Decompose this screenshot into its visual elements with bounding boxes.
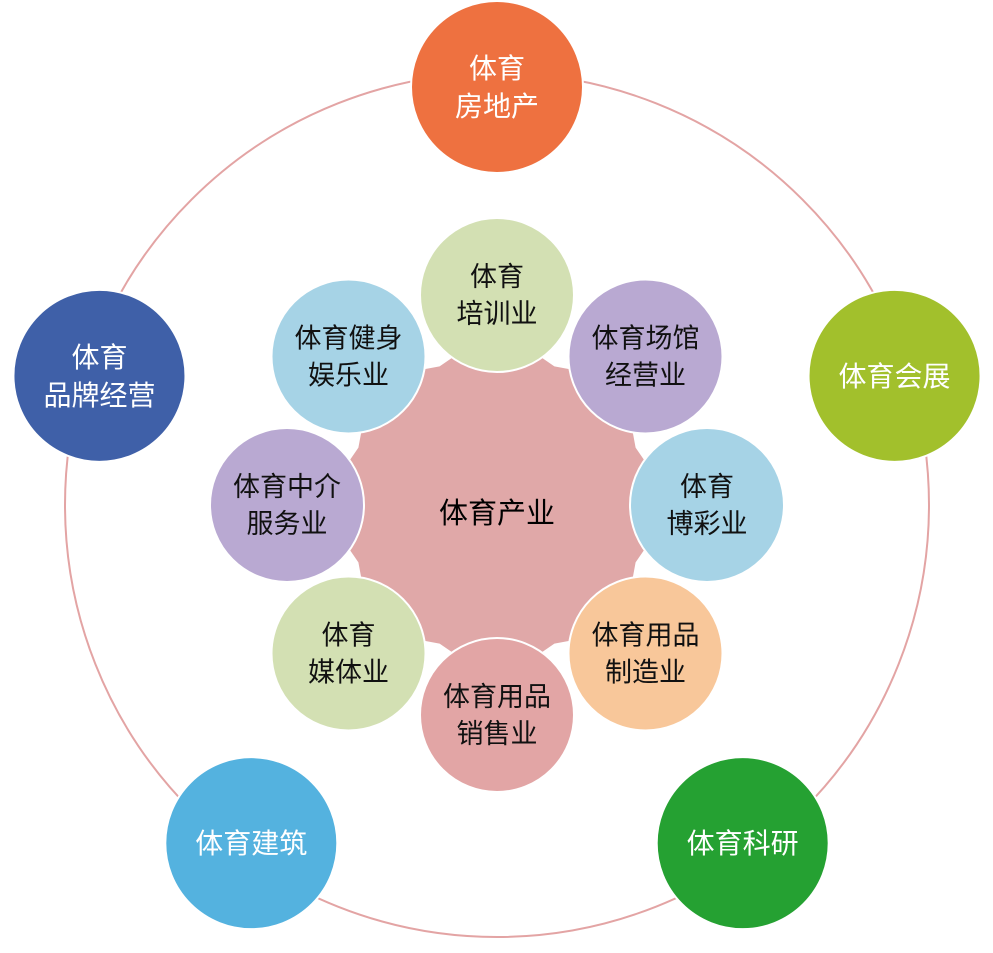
inner-node-label-line: 体育用品 (591, 621, 699, 652)
outer-node-label-line: 体育会展 (839, 360, 951, 393)
outer-node-label-line: 体育 (71, 341, 127, 374)
inner-node-circle (419, 637, 575, 793)
outer-node-circle (12, 288, 187, 463)
inner-nodes: 体育培训业体育场馆经营业体育博彩业体育用品制造业体育用品销售业体育媒体业体育中介… (209, 217, 785, 793)
outer-node-circle (164, 756, 339, 931)
inner-node-label-line: 制造业 (605, 658, 686, 689)
inner-node-label-line: 媒体业 (308, 658, 389, 689)
inner-node-circle (419, 217, 575, 373)
inner-node-circle (270, 575, 427, 732)
inner-node-label-line: 体育健身 (295, 324, 403, 355)
inner-node-label-line: 娱乐业 (308, 361, 389, 392)
outer-node-circle (807, 288, 982, 463)
inner-node-circle (270, 278, 427, 435)
inner-node-circle (567, 575, 724, 732)
inner-node-circle (209, 427, 365, 583)
inner-node-label-line: 培训业 (457, 299, 538, 330)
outer-node-label-line: 品牌经营 (43, 379, 155, 412)
inner-node-label-line: 博彩业 (667, 509, 748, 540)
inner-node-label-line: 体育 (322, 621, 376, 652)
outer-node-label-line: 体育科研 (687, 827, 799, 860)
outer-node-circle (410, 0, 584, 174)
inner-node-label-line: 体育 (470, 262, 524, 293)
center-label: 体育产业 (439, 496, 555, 530)
outer-node: 体育科研 (655, 756, 830, 931)
inner-node-label-line: 体育中介 (233, 472, 341, 503)
outer-node-circle (655, 756, 830, 931)
outer-node-label-line: 体育建筑 (195, 827, 307, 860)
outer-node-label-line: 房地产 (455, 90, 539, 123)
outer-node-label-line: 体育 (469, 52, 525, 85)
inner-node-label-line: 体育 (680, 472, 734, 503)
inner-node-label-line: 服务业 (247, 509, 328, 540)
inner-node-label-line: 体育场馆 (591, 324, 699, 355)
inner-node-label-line: 销售业 (457, 719, 538, 750)
outer-node: 体育建筑 (164, 756, 339, 931)
center-star-shape (319, 327, 675, 683)
inner-node-label-line: 体育用品 (443, 682, 551, 713)
inner-node-circle (629, 427, 785, 583)
outer-node: 体育会展 (807, 288, 982, 463)
inner-node-circle (567, 278, 724, 435)
inner-node-label-line: 经营业 (605, 361, 686, 392)
